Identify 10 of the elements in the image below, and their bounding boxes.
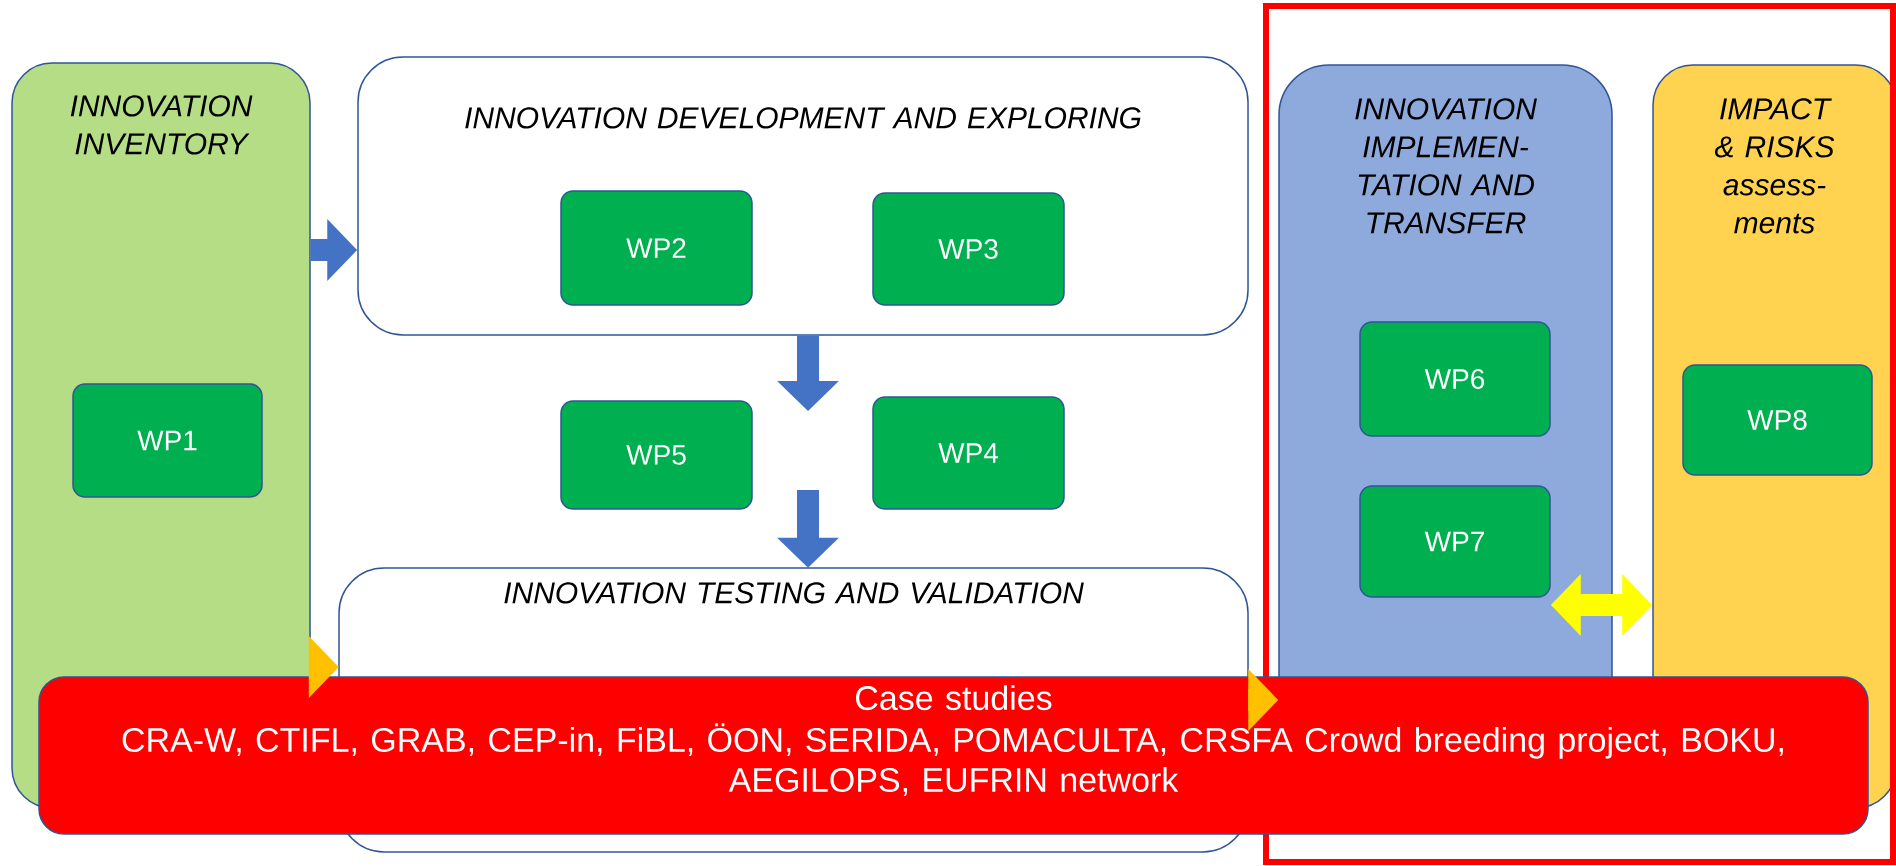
work-package-box: WP4	[872, 396, 1065, 510]
work-package-box: WP3	[872, 192, 1065, 306]
work-package-box: WP5	[560, 400, 753, 510]
work-package-box: WP2	[560, 190, 753, 306]
case-studies-band: Case studies CRA-W, CTIFL, GRAB, CEP-in, FiBL, ÖON, SERIDA, POMACULTA, CRSFA Crowd breeding project, BOKU, AEGILOPS, EUFRIN network	[38, 676, 1869, 835]
work-package-box: WP1	[72, 383, 263, 498]
work-package-box: WP8	[1682, 364, 1873, 476]
work-package-box: WP7	[1359, 485, 1551, 598]
stage-panel: INNOVATION TESTING AND VALIDATION	[338, 567, 1249, 684]
work-package-box: WP6	[1359, 321, 1551, 437]
